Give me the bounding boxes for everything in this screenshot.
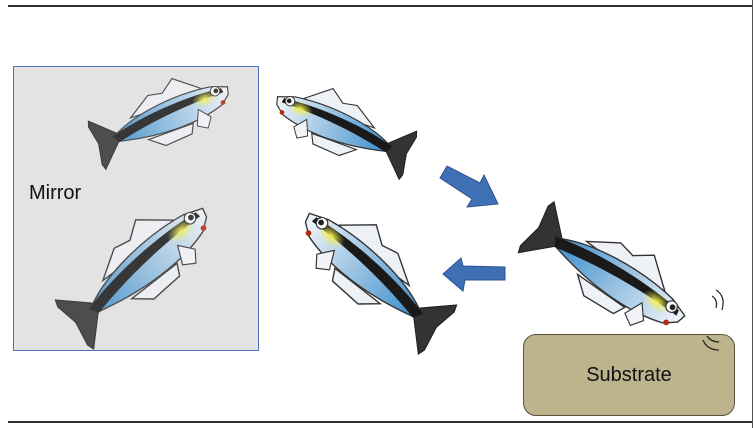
substrate-label: Substrate xyxy=(586,363,672,386)
fish-bottom xyxy=(281,187,468,357)
mirror-fish-top xyxy=(82,61,241,171)
substrate-box: Substrate xyxy=(523,334,735,416)
top-rule xyxy=(8,5,752,7)
arrow-to-substrate xyxy=(439,165,499,208)
right-edge xyxy=(752,0,753,428)
mirror-label: Mirror xyxy=(29,182,82,204)
fish-substrate xyxy=(515,188,704,353)
arrow-to-mirror xyxy=(442,257,506,292)
mirror-fish-bottom xyxy=(44,182,231,352)
fish-top xyxy=(264,71,423,181)
bottom-rule xyxy=(8,421,752,423)
motion-lines xyxy=(702,289,724,351)
